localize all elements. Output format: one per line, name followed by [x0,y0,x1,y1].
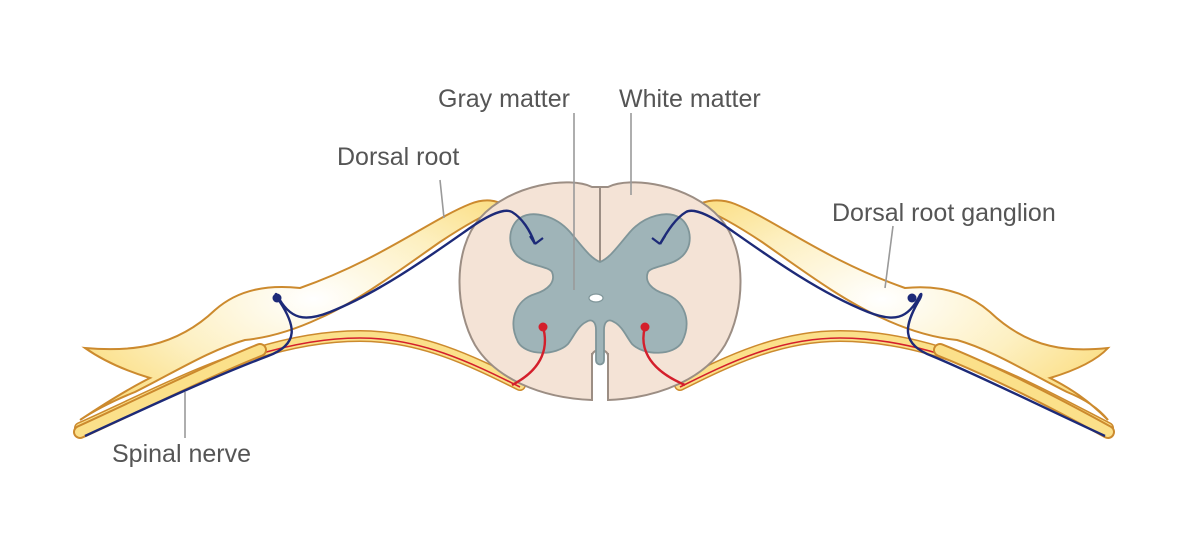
right-motor-cell-body [640,322,650,332]
spinal-nerve-label: Spinal nerve [112,440,251,468]
right-spinal-nerve [933,343,1115,439]
spinal-cord [458,181,742,402]
right-ganglion-cell-body [907,293,917,303]
left-motor-cell-body [538,322,548,332]
dorsal-root-ganglion-label: Dorsal root ganglion [832,199,1056,227]
dorsal-root-ganglion-leader [884,225,894,289]
gray-matter-label: Gray matter [438,85,570,113]
left-motor-neuron [511,322,548,387]
left-dorsal-root [79,199,508,421]
central-canal [588,293,604,303]
left-spinal-nerve [73,343,267,439]
right-dorsal-root [694,199,1111,421]
white-matter-label: White matter [619,85,761,113]
right-motor-neuron [640,322,686,387]
dorsal-root-label: Dorsal root [337,143,459,171]
left-ganglion-cell-body [272,293,282,303]
right-sensory-neuron [651,209,1106,438]
left-sensory-neuron [84,209,544,438]
dorsal-root-leader [439,179,445,219]
